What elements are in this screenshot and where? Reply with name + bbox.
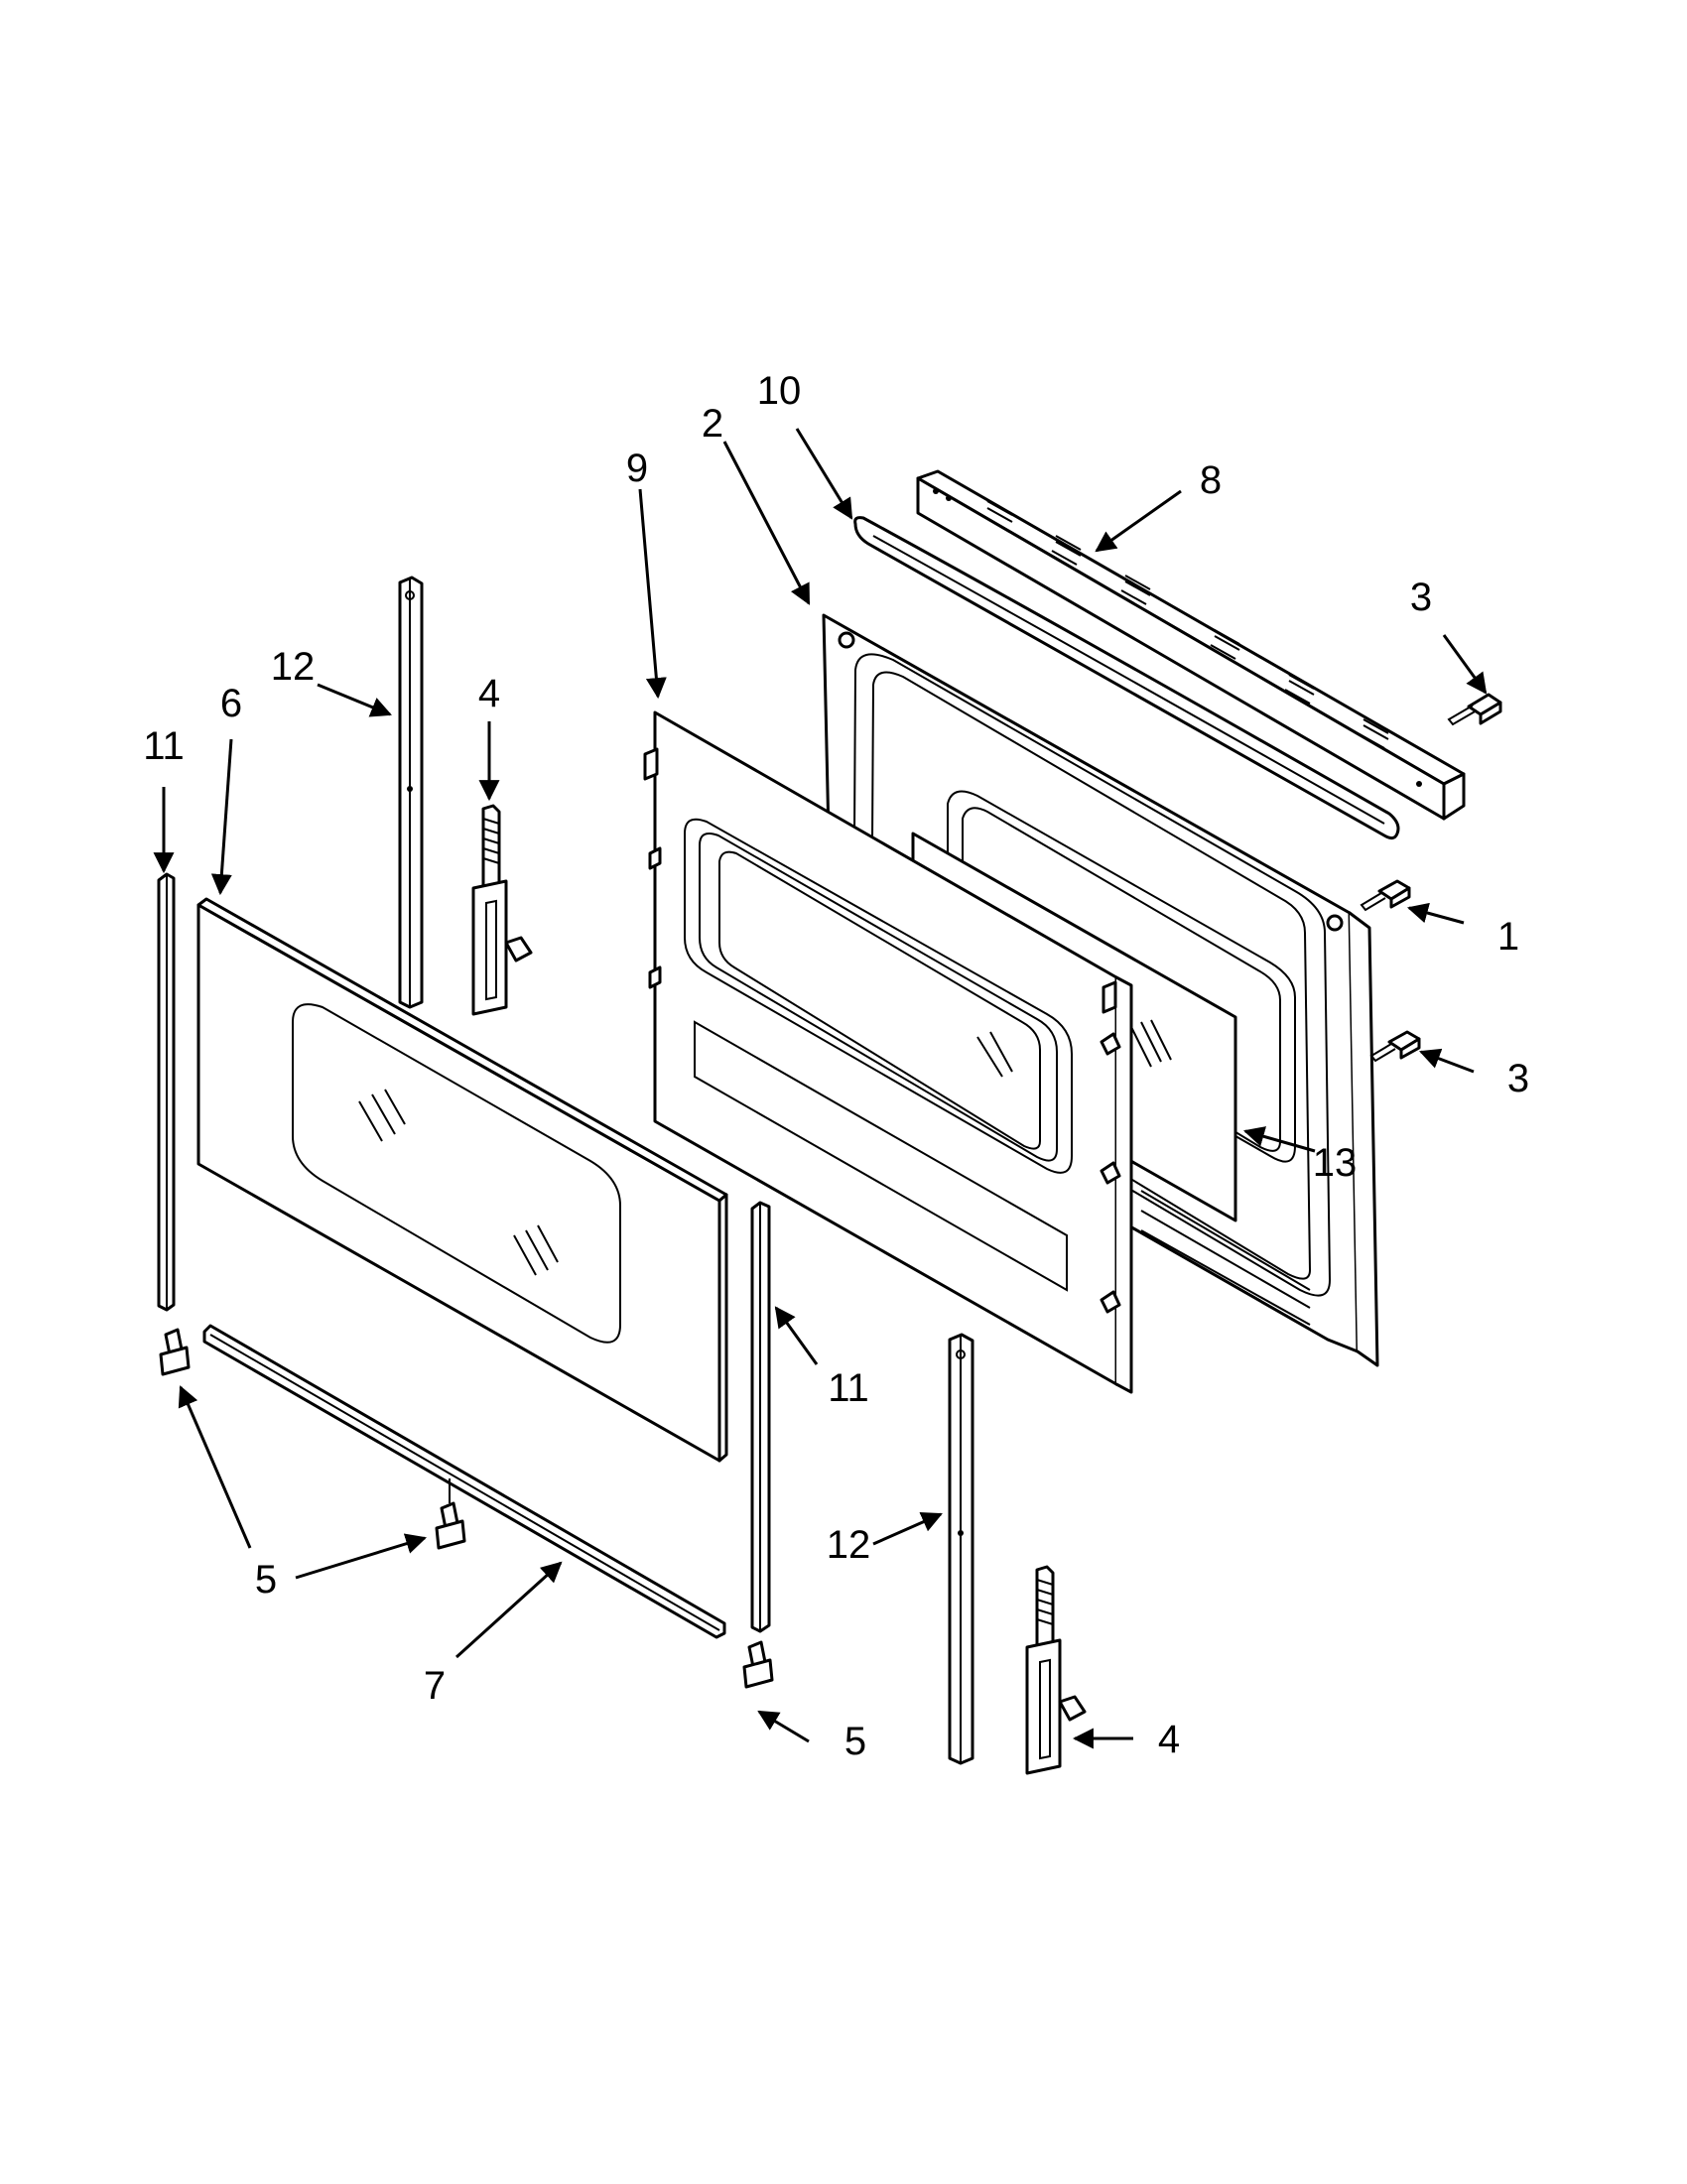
callout-13: 13	[1313, 1141, 1358, 1185]
callout-11-right: 11	[828, 1366, 869, 1410]
callout-2: 2	[702, 402, 723, 446]
callout-5-left: 5	[255, 1558, 277, 1602]
part-8-vent-panel	[916, 469, 1466, 821]
callout-10: 10	[757, 369, 802, 413]
callout-7: 7	[424, 1664, 446, 1708]
callout-1: 1	[1497, 915, 1519, 959]
callout-4-lower: 4	[1158, 1718, 1180, 1761]
callout-3-upper: 3	[1410, 576, 1432, 619]
callout-4-upper: 4	[478, 672, 500, 715]
part-5-middle-screw	[435, 1478, 466, 1550]
callout-12-upper: 12	[271, 645, 316, 689]
part-12-upper-hinge-receiver	[398, 576, 424, 1009]
callout-6: 6	[220, 682, 242, 725]
part-10-vent-trim	[853, 516, 1400, 840]
part-1-screw	[1360, 879, 1411, 912]
part-11-left-side-trim	[157, 872, 176, 1312]
part-12-lower-hinge-receiver	[948, 1333, 974, 1765]
callout-12-lower: 12	[827, 1523, 871, 1567]
callout-9: 9	[626, 447, 648, 490]
part-5-right-screw	[742, 1640, 774, 1689]
part-5-left-screw	[159, 1328, 191, 1376]
part-4-upper-hinge	[471, 804, 533, 1016]
part-6-outer-door-panel	[196, 897, 728, 1463]
callout-11-left: 11	[143, 724, 185, 768]
part-4-lower-hinge	[1025, 1565, 1087, 1775]
callout-8: 8	[1200, 458, 1222, 502]
part-9-door-frame	[643, 710, 1133, 1394]
callout-5-right: 5	[844, 1720, 866, 1763]
part-3-upper-screw	[1447, 693, 1502, 726]
leader-lines	[153, 428, 1488, 1749]
part-11-right-side-trim	[750, 1201, 771, 1633]
part-3-lower-screw	[1369, 1030, 1421, 1063]
callout-3-lower: 3	[1507, 1057, 1529, 1100]
part-7-bottom-trim	[202, 1324, 726, 1639]
callout-labels: 1 2 3 3 4 4 5 5 6 7 8 9 10 11 11 12 12 1…	[143, 369, 1529, 1763]
